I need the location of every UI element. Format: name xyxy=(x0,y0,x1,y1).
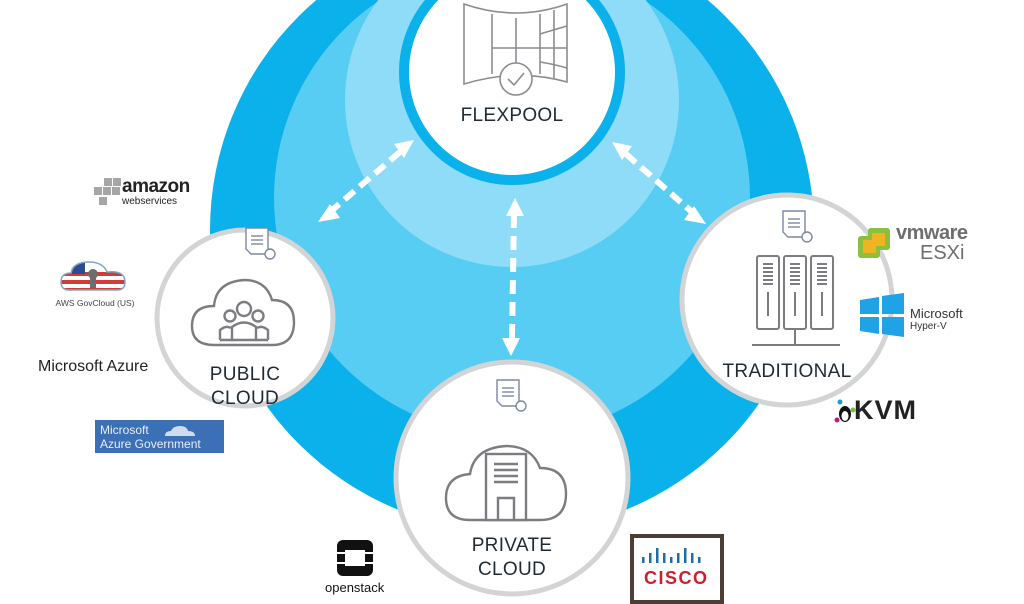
cisco-text: CISCO xyxy=(644,568,709,588)
windows-icon xyxy=(860,293,904,337)
private-cloud-label-line1: PRIVATE xyxy=(471,535,553,556)
arrowhead-icon xyxy=(506,198,524,216)
azure-government-line1: Microsoft xyxy=(100,423,149,437)
vmware-esxi-logo: vmware ESXi xyxy=(856,222,986,266)
kvm-text: KVM xyxy=(854,395,917,425)
aws-logo: amazon webservices xyxy=(94,176,214,210)
arrowhead-icon xyxy=(318,204,340,222)
server-racks-icon xyxy=(752,255,840,346)
openstack-text: openstack xyxy=(325,580,385,595)
document-download-icon xyxy=(782,210,813,243)
flexpool-label: FLEXPOOL xyxy=(460,105,564,126)
private-cloud-label-line2: CLOUD xyxy=(477,559,546,580)
hyper-v-logo: Microsoft Hyper-V xyxy=(858,292,988,340)
arrowhead-icon xyxy=(502,338,520,356)
openstack-icon xyxy=(337,540,373,576)
flexpool-grid-check-icon xyxy=(463,2,568,96)
aws-logo-line2: webservices xyxy=(122,196,178,207)
cloud-users-icon xyxy=(190,278,296,347)
vmware-text-bold: vmware xyxy=(896,222,968,244)
microsoft-azure-logo: Microsoft Azure xyxy=(38,358,149,375)
arrowhead-icon xyxy=(612,142,632,160)
aws-cubes-icon xyxy=(94,178,121,205)
public-cloud-circle[interactable] xyxy=(154,227,336,409)
arrowhead-icon xyxy=(394,140,414,158)
document-download-icon xyxy=(245,227,276,260)
document-download-icon xyxy=(496,379,527,412)
aws-govcloud-logo: AWS GovCloud (US) xyxy=(55,258,135,314)
arrow-flexpool-public xyxy=(328,149,402,215)
cloud-building-icon xyxy=(444,444,568,522)
hyper-v-line1: Microsoft xyxy=(910,306,963,321)
cisco-logo: CISCO xyxy=(630,534,724,604)
public-cloud-label: PUBLIC CLOUD xyxy=(170,363,320,411)
vsphere-icon xyxy=(858,228,890,258)
arrow-flexpool-traditional xyxy=(624,151,694,215)
aws-govcloud-text: AWS GovCloud (US) xyxy=(55,298,135,308)
traditional-label: TRADITIONAL xyxy=(722,361,852,382)
azure-government-line2: Azure Government xyxy=(100,437,201,451)
esxi-text: ESXi xyxy=(920,242,965,264)
arrowhead-icon xyxy=(684,206,706,224)
public-cloud-label-line2: CLOUD xyxy=(210,388,279,409)
kvm-logo: KVM xyxy=(834,395,944,426)
public-cloud-label-line1: PUBLIC xyxy=(209,364,281,385)
openstack-logo: openstack xyxy=(325,538,395,600)
hyper-v-line2: Hyper-V xyxy=(910,321,947,332)
govcloud-flag-cloud-icon xyxy=(60,261,126,291)
aws-logo-line1: amazon xyxy=(122,176,190,197)
azure-cloud-icon xyxy=(165,426,195,436)
tux-penguin-icon xyxy=(834,399,856,423)
vmware-text: vmware xyxy=(896,222,968,245)
private-cloud-label: PRIVATE CLOUD xyxy=(437,534,587,582)
cisco-bars-icon xyxy=(642,548,701,563)
azure-government-logo: Microsoft Azure Government xyxy=(95,420,224,453)
